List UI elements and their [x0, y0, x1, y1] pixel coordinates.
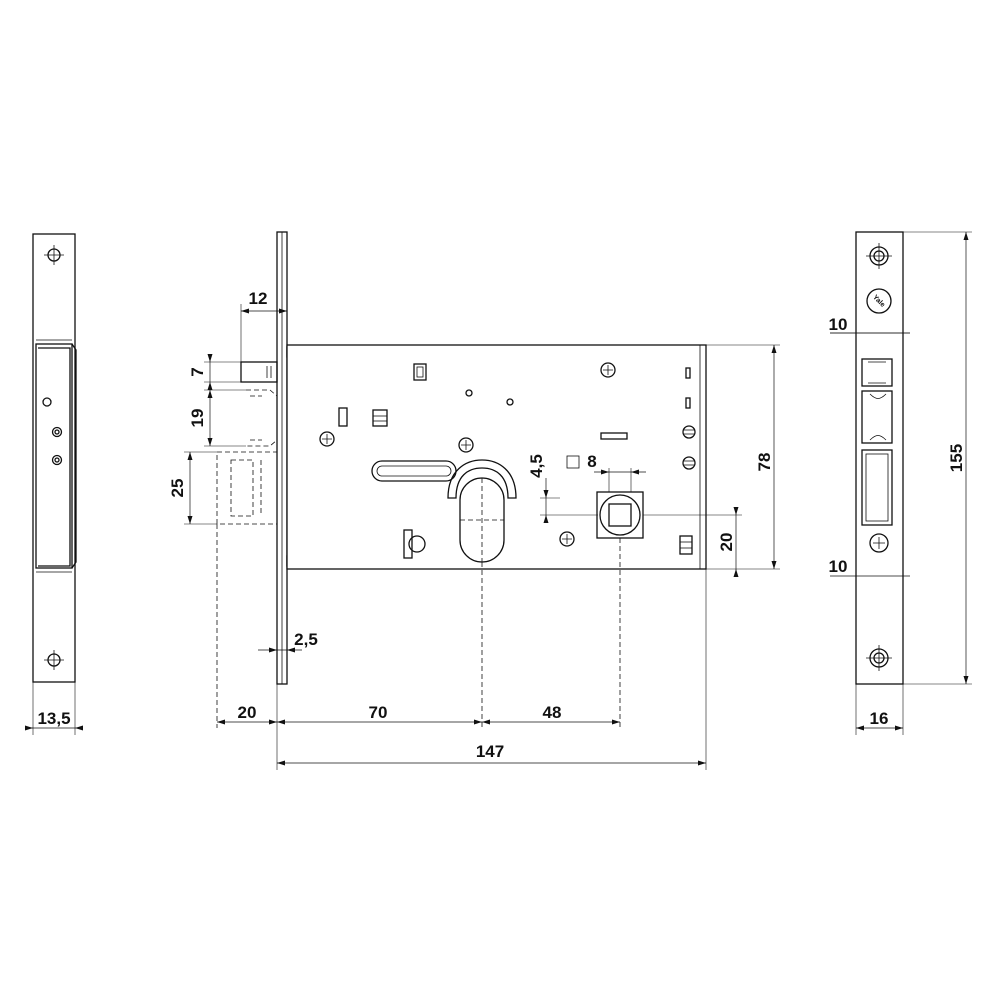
lock-body-dimensions: 12 7 19 25 2,5 20 [168, 289, 777, 766]
lock-body-view [216, 231, 780, 770]
screw-hole-icon [44, 650, 64, 670]
screw-icon [458, 437, 474, 453]
dimension-label: 8 [587, 452, 596, 471]
dimension-label: 25 [168, 479, 187, 498]
left-faceplate-view: 13,5 [25, 233, 83, 735]
dimension-label: 48 [543, 703, 562, 722]
dimension-label: 13,5 [37, 709, 70, 728]
dimension-label: 10 [829, 557, 848, 576]
screw-icon [869, 533, 889, 553]
strike-plate-view: Yale 10 10 155 [829, 231, 972, 735]
screw-icon [600, 362, 616, 378]
dimension-label: 12 [249, 289, 268, 308]
dimension-label: 4,5 [527, 454, 546, 478]
screw-icon [319, 431, 335, 447]
dimension-label: 16 [870, 709, 889, 728]
dimension-label: 7 [188, 367, 207, 376]
screw-hole-icon [866, 243, 892, 269]
screw-icon [682, 456, 696, 470]
dimension-label: 155 [947, 444, 966, 472]
dimension-label: 147 [476, 742, 504, 761]
dimension-label: 20 [717, 533, 736, 552]
screw-hole-icon [44, 245, 64, 265]
dimension-label: 2,5 [294, 630, 318, 649]
dimension-label: 70 [369, 703, 388, 722]
dimension-label: 10 [829, 315, 848, 334]
screw-icon [682, 425, 696, 439]
dimension-label: 78 [755, 453, 774, 472]
screw-hole-icon [866, 645, 892, 671]
dimension-label: 20 [238, 703, 257, 722]
dimension-label: 19 [188, 409, 207, 428]
screw-icon [559, 531, 575, 547]
